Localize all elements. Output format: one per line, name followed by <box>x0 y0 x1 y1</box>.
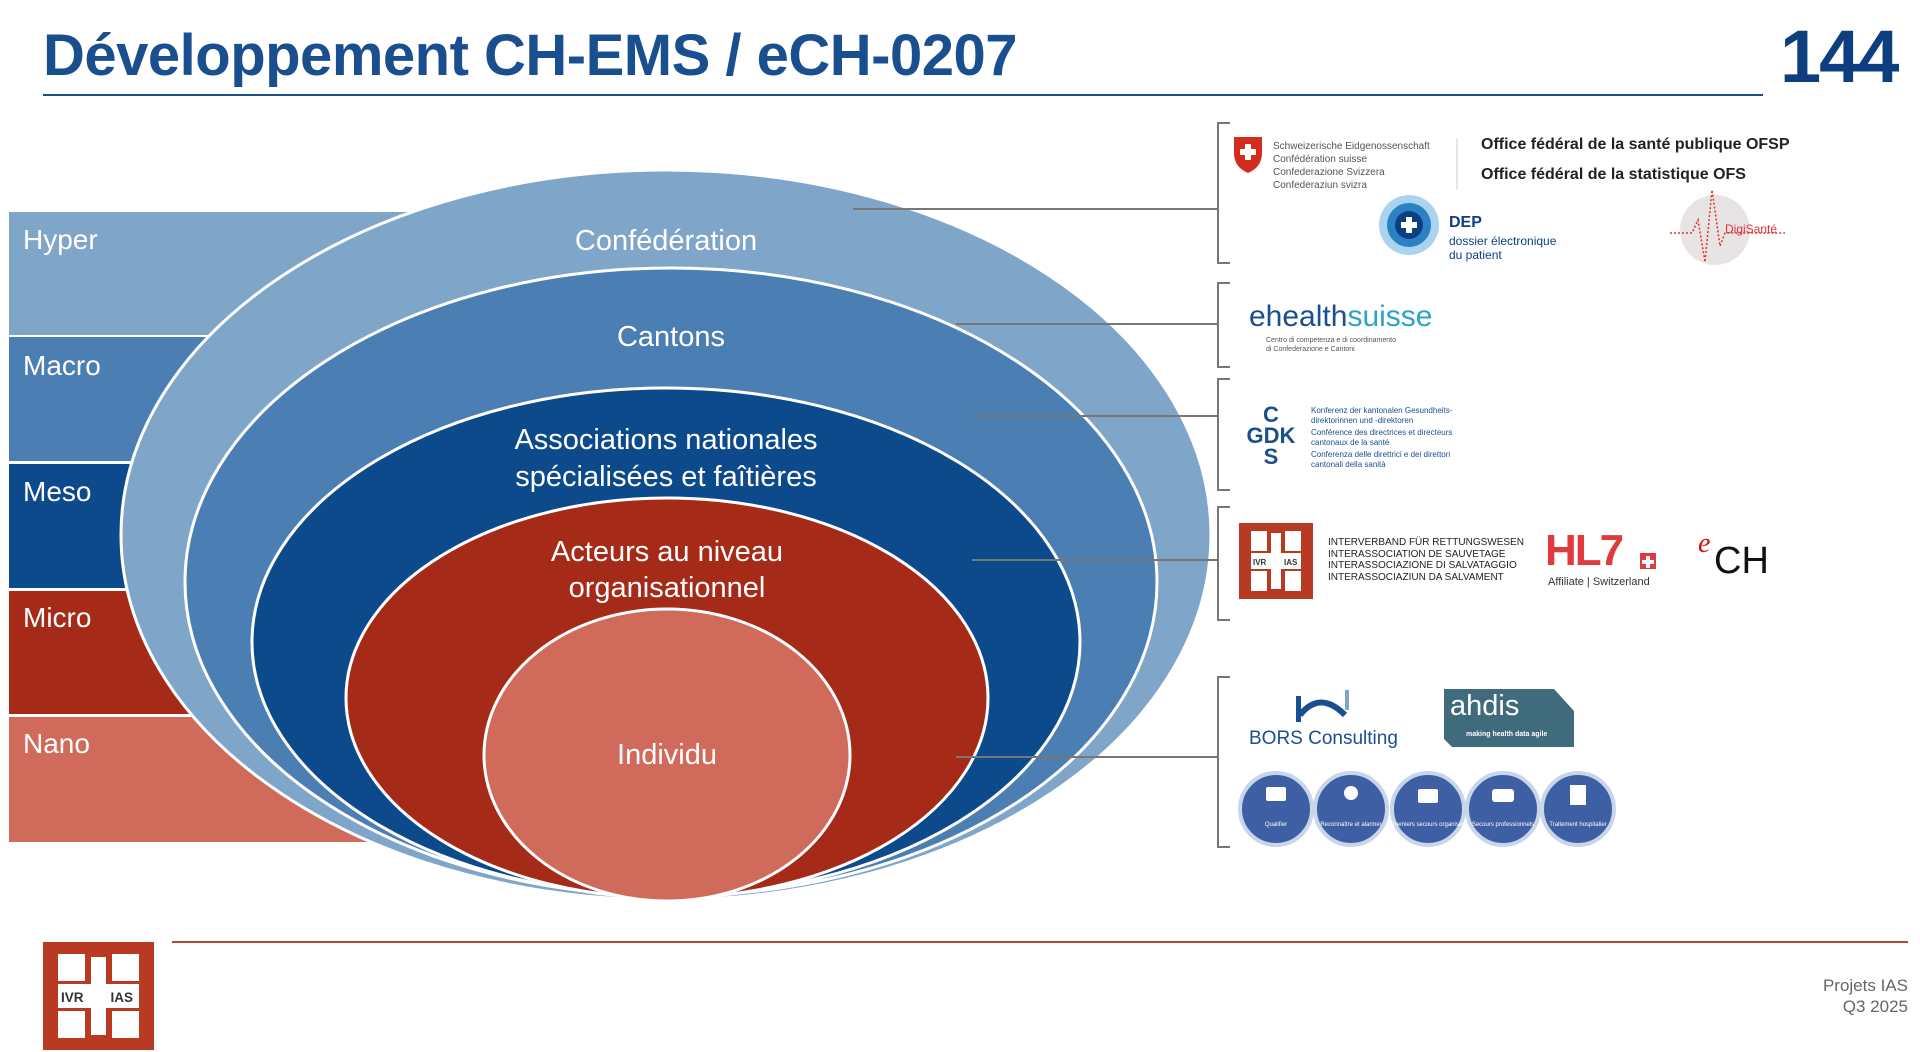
ahdis-badge <box>1444 689 1574 747</box>
hl7-subtitle: Affiliate | Switzerland <box>1548 576 1650 588</box>
bors-consulting-logo: BORS Consulting <box>1249 728 1398 749</box>
training-icon <box>1266 787 1286 801</box>
chain-of-survival: Qualifier Reconnaître et alarmer Premier… <box>1238 771 1616 847</box>
band-label-nano: Nano <box>23 728 90 759</box>
connectors <box>853 122 1230 848</box>
ivr-ias-text: INTERVERBAND FÜR RETTUNGSWESEN INTERASSO… <box>1328 537 1524 583</box>
bracket-4 <box>1217 506 1230 621</box>
ech-logo-ch: CH <box>1714 540 1769 582</box>
ring-label-acteurs-1: Acteurs au niveau <box>551 536 783 568</box>
svg-text:Traitement hospitalier: Traitement hospitalier <box>1549 822 1606 828</box>
footer-text: Projets IAS Q3 2025 <box>1822 976 1908 1016</box>
first-aid-icon <box>1418 789 1438 803</box>
svg-text:IAS: IAS <box>111 990 134 1005</box>
bracket-2 <box>1217 282 1230 368</box>
footer-ivr-ias-logo: IVR IAS <box>43 942 154 1050</box>
dep-subtitle: dossier électronique du patient <box>1449 234 1557 262</box>
digisante-label: DigiSanté <box>1725 222 1778 236</box>
ech-logo-e: e <box>1698 528 1711 559</box>
ring-label-confederation: Confédération <box>575 225 757 257</box>
svg-text:Secours professionnels: Secours professionnels <box>1472 822 1534 828</box>
ring-label-associations-2: spécialisées et faîtières <box>515 461 816 493</box>
dep-logo <box>1379 195 1439 255</box>
ehealthsuisse-subtitle: Centro di competenza e di coordinamento … <box>1266 337 1396 353</box>
gdk-text: Konferenz der kantonalen Gesundheits- di… <box>1311 406 1453 469</box>
band-label-macro: Macro <box>23 350 101 381</box>
page-number: 144 <box>1780 15 1899 98</box>
title-divider <box>43 94 1763 96</box>
svg-text:Reconnaître et alarmer: Reconnaître et alarmer <box>1320 822 1381 828</box>
svg-text:Qualifier: Qualifier <box>1265 822 1287 828</box>
ring-label-acteurs-2: organisationnel <box>569 572 766 604</box>
ahdis-logo: ahdis <box>1450 690 1520 722</box>
bracket-5 <box>1217 676 1230 848</box>
bors-logo-icon <box>1296 690 1349 722</box>
band-label-meso: Meso <box>23 476 91 507</box>
plus-icon <box>1401 217 1417 233</box>
ring-label-individu: Individu <box>617 739 717 771</box>
swiss-admin-text: Schweizerische Eidgenossenschaft Confédé… <box>1273 141 1430 191</box>
hospital-icon <box>1570 785 1586 805</box>
gdk-logo: C GDK S <box>1246 402 1296 469</box>
digisante-logo <box>1670 189 1785 265</box>
ofs-label: Office fédéral de la statistique OFS <box>1481 166 1746 183</box>
ring-label-associations-1: Associations nationales <box>514 424 817 456</box>
band-label-hyper: Hyper <box>23 224 98 255</box>
svg-text:IAS: IAS <box>1284 558 1298 567</box>
svg-text:IVR: IVR <box>61 990 84 1005</box>
ring-individu <box>482 607 852 903</box>
dep-title: DEP <box>1449 214 1482 231</box>
ring-label-cantons: Cantons <box>617 321 725 353</box>
swiss-admin-logo <box>1234 137 1458 190</box>
ambulance-icon <box>1492 789 1514 802</box>
page-title: Développement CH-EMS / eCH-0207 <box>43 23 1017 88</box>
bracket-1 <box>1217 122 1230 264</box>
band-label-micro: Micro <box>23 602 91 633</box>
bracket-3 <box>1217 378 1230 491</box>
ehealthsuisse-logo: ehealthsuisse <box>1249 300 1433 333</box>
svg-text:IVR: IVR <box>1253 558 1267 567</box>
svg-text:Premiers secours organisés: Premiers secours organisés <box>1391 822 1465 828</box>
nested-ellipses <box>119 168 1213 903</box>
hl7-logo: HL7 <box>1545 526 1624 575</box>
operator-icon <box>1344 786 1358 800</box>
ivr-ias-logo: IVR IAS <box>1239 523 1313 599</box>
ahdis-subtitle: making health data agile <box>1466 731 1548 738</box>
ofsp-label: Office fédéral de la santé publique OFSP <box>1481 136 1790 153</box>
footer-divider <box>172 941 1908 943</box>
